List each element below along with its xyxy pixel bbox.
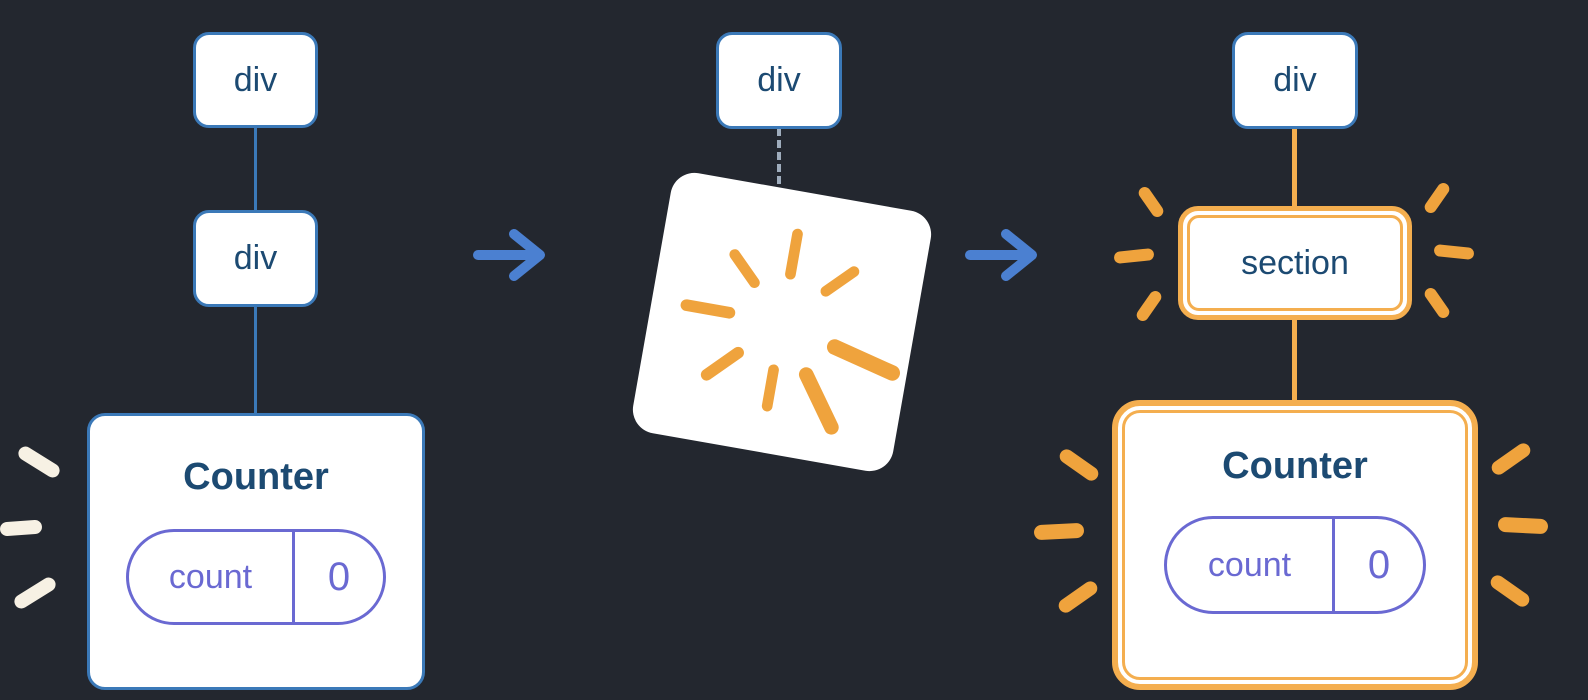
- state-value: 0: [327, 554, 351, 599]
- sparkle: [1433, 243, 1475, 261]
- node-div-child-before: div: [193, 210, 318, 307]
- sparkle: [1113, 247, 1155, 265]
- sparkle: [1055, 578, 1101, 616]
- node-div-root-poof: div: [716, 32, 842, 129]
- tree-edge-dashed: [777, 128, 781, 220]
- sparkle: [1488, 440, 1534, 478]
- state-value: 0: [1367, 542, 1391, 587]
- poof-card: [629, 169, 935, 475]
- sparkle: [1136, 184, 1166, 220]
- node-div-root-before: div: [193, 32, 318, 128]
- tree-edge: [254, 126, 257, 212]
- state-pill: count 0: [1164, 516, 1426, 614]
- sparkle: [1422, 180, 1452, 216]
- sparkle: [1497, 516, 1549, 535]
- counter-component-after: Counter count 0: [1112, 400, 1478, 690]
- sparkle: [1033, 522, 1085, 541]
- sparkle: [0, 519, 43, 537]
- arrow-right-icon: [473, 229, 545, 281]
- node-label: div: [1273, 61, 1317, 99]
- node-label: section: [1241, 243, 1349, 282]
- component-title: Counter: [183, 456, 329, 498]
- node-label: div: [233, 239, 278, 277]
- component-title: Counter: [1222, 445, 1368, 487]
- tree-edge-highlight: [1292, 316, 1297, 404]
- poof-burst-icon: [680, 228, 901, 435]
- tree-edge-highlight: [1292, 126, 1297, 210]
- node-div-root-after: div: [1232, 32, 1358, 129]
- state-pill: count 0: [126, 529, 386, 625]
- sparkle: [1134, 288, 1164, 324]
- node-section-after: section: [1178, 206, 1412, 320]
- arrow-right-icon: [965, 229, 1037, 281]
- sparkle: [11, 574, 59, 612]
- tree-edge: [254, 305, 257, 415]
- node-label: div: [757, 61, 801, 99]
- node-label: div: [233, 60, 278, 99]
- sparkle: [15, 443, 63, 481]
- sparkle: [1487, 572, 1533, 610]
- sparkle: [1056, 446, 1102, 484]
- state-key: count: [129, 532, 295, 622]
- sparkle: [1422, 285, 1452, 321]
- state-key: count: [1167, 519, 1335, 611]
- counter-component-before: Counter count 0: [87, 413, 425, 690]
